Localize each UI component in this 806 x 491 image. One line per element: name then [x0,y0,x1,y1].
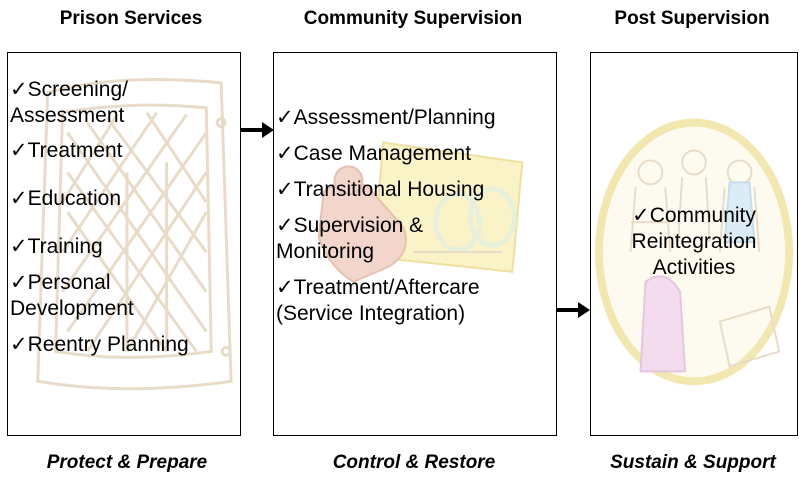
list-item: ✓Case Management [276,142,472,165]
column-footer-community-supervision: Control & Restore [332,452,496,473]
list-item: ✓Treatment/Aftercare (Service Integratio… [276,276,480,325]
community-supervision-panel: ✓Assessment/Planning ✓Case Management ✓T… [273,52,557,436]
column-footer-prison-services: Protect & Prepare [46,452,208,473]
column-footer-post-supervision: Sustain & Support [610,452,776,473]
post-supervision-list: ✓Community Reintegration Activities [591,203,797,281]
column-heading-prison-services: Prison Services [59,8,203,29]
list-item: ✓Education [10,187,121,210]
column-heading-post-supervision: Post Supervision [614,8,770,29]
community-supervision-list: ✓Assessment/Planning ✓Case Management ✓T… [276,105,496,327]
prison-services-list: ✓Screening/ Assessment ✓Treatment ✓Educa… [10,77,189,358]
list-item: ✓Supervision & Monitoring [276,214,424,263]
post-supervision-panel: ✓Community Reintegration Activities [590,52,798,436]
list-item: ✓Reentry Planning [10,333,189,356]
column-heading-community-supervision: Community Supervision [303,8,523,29]
list-item: ✓Community Reintegration Activities [631,204,757,279]
list-item: ✓Treatment [10,139,123,162]
list-item: ✓Screening/ Assessment [10,78,128,127]
list-item: ✓Personal Development [10,271,134,320]
list-item: ✓Transitional Housing [276,178,485,201]
prison-services-panel: ✓Screening/ Assessment ✓Treatment ✓Educa… [7,52,241,436]
list-item: ✓Training [10,235,103,258]
handcuffs-clipart-icon [317,141,524,283]
list-item: ✓Assessment/Planning [276,106,496,129]
prison-window-clipart-icon [36,78,233,391]
community-group-clipart-icon [594,118,794,386]
flow-arrow-community-to-post [556,302,590,318]
flow-arrow-prison-to-community [240,122,274,138]
